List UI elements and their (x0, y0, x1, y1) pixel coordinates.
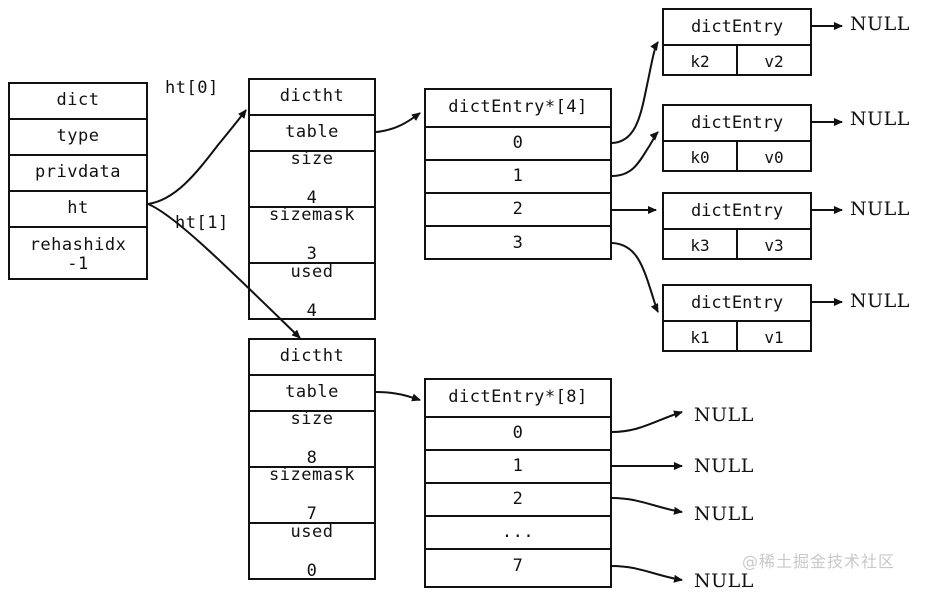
dictht-1-sizemask-value: 7 (306, 503, 318, 524)
null-label-bucket-1-1: NULL (694, 455, 754, 477)
dict-entry-k2-kv: k2 v2 (664, 46, 810, 76)
null-label-bucket-1-0: NULL (694, 404, 754, 426)
dictht-1-sizemask-field: sizemask 7 (250, 465, 374, 524)
null-label-entry-k0: NULL (850, 108, 910, 130)
dictht-1-size-value: 8 (306, 447, 318, 468)
bucket-1-7: 7 (512, 555, 524, 576)
dictht-0-header: dictht (250, 80, 374, 116)
null-label-bucket-1-2: NULL (694, 503, 754, 525)
dictht-0-used-label: used (290, 262, 334, 283)
dict-struct-box: dict type privdata ht rehashidx -1 (8, 82, 148, 280)
dict-field-privdata: privdata (10, 156, 146, 192)
bucket-1-0: 0 (426, 418, 610, 451)
dict-entry-k2-header: dictEntry (664, 10, 810, 46)
dict-entry-k0: dictEntry k0 v0 (662, 104, 812, 172)
dict-struct-header: dict (10, 84, 146, 120)
dict-entry-k3-header: dictEntry (664, 194, 810, 230)
bucket-0-2: 2 (426, 194, 610, 227)
null-label-entry-k3: NULL (850, 198, 910, 220)
dict-entry-k1-kv: k1 v1 (664, 322, 810, 352)
watermark: @稀土掘金技术社区 (742, 552, 896, 571)
wire-bucket1-0-null (611, 410, 683, 433)
wire-ht0 (147, 109, 247, 205)
dictht-0-sizemask-label: sizemask (269, 205, 355, 226)
null-label-entry-k2: NULL (850, 13, 910, 35)
bucket-1-ellipsis: ... (426, 517, 610, 550)
wire-bucket1-2-null (611, 497, 683, 515)
dict-entry-k3-value: v3 (764, 235, 784, 255)
bucket-table-0-header: dictEntry*[4] (426, 90, 610, 128)
dictht-0-table-field: table (250, 116, 374, 152)
bucket-0-0: 0 (426, 128, 610, 161)
dictht-1-size-field: size 8 (250, 409, 374, 468)
dictht-0-used-value: 4 (306, 300, 318, 321)
dict-field-rehashidx: rehashidx -1 (29, 234, 127, 274)
dict-entry-k0-header: dictEntry (664, 106, 810, 142)
dictht-1-used-label: used (290, 522, 334, 543)
dictht-0-sizemask-value: 3 (306, 243, 318, 264)
dict-entry-k1-key: k1 (664, 322, 738, 352)
dictht-1-table-field: table (250, 376, 374, 412)
dictht-1-used-value: 0 (306, 560, 318, 581)
dictht-0-size-value: 4 (306, 187, 318, 208)
wire-dictht1-table (375, 391, 421, 402)
wire-bucket0-1 (611, 131, 659, 177)
dict-entry-k1: dictEntry k1 v1 (662, 284, 812, 352)
dictht-0-size-field: size 4 (250, 149, 374, 208)
bucket-1-1: 1 (426, 451, 610, 484)
dict-entry-k1-value: v1 (764, 327, 784, 347)
dict-entry-k2-value: v2 (764, 51, 784, 71)
dict-entry-k3-key: k3 (664, 230, 738, 260)
dictht-1-box: dictht table size 8 sizemask 7 used 0 (248, 338, 376, 580)
bucket-0-3: 3 (512, 232, 524, 253)
wire-bucket0-0 (611, 41, 659, 144)
bucket-1-2: 2 (426, 484, 610, 517)
dict-entry-k1-header: dictEntry (664, 286, 810, 322)
edge-label-ht1: ht[1] (175, 213, 229, 233)
dict-entry-k2: dictEntry k2 v2 (662, 8, 812, 76)
null-label-bucket-1-7: NULL (694, 570, 754, 592)
wire-bucket1-7-null (611, 565, 683, 583)
dictht-1-sizemask-label: sizemask (269, 465, 355, 486)
edge-label-ht0: ht[0] (165, 78, 219, 98)
bucket-table-1-box: dictEntry*[8] 0 1 2 ... 7 (424, 378, 612, 588)
dict-field-ht: ht (10, 192, 146, 228)
wire-bucket0-3 (611, 242, 659, 313)
dict-entry-k0-key: k0 (664, 142, 738, 172)
dictht-1-header: dictht (250, 340, 374, 376)
wire-dictht0-table (375, 112, 421, 133)
null-label-entry-k1: NULL (850, 290, 910, 312)
bucket-table-1-header: dictEntry*[8] (426, 380, 610, 418)
dict-entry-k0-value: v0 (764, 147, 784, 167)
dict-field-type: type (10, 120, 146, 156)
dictht-0-box: dictht table size 4 sizemask 3 used 4 (248, 78, 376, 320)
dict-entry-k3: dictEntry k3 v3 (662, 192, 812, 260)
dictht-0-used-field: used 4 (250, 262, 374, 321)
dictht-0-size-label: size (290, 149, 334, 170)
dictht-1-size-label: size (290, 409, 334, 430)
dict-entry-k2-key: k2 (664, 46, 738, 76)
dict-entry-k0-kv: k0 v0 (664, 142, 810, 172)
bucket-0-1: 1 (426, 161, 610, 194)
bucket-table-0-box: dictEntry*[4] 0 1 2 3 (424, 88, 612, 260)
dictht-1-used-field: used 0 (250, 522, 374, 581)
dict-entry-k3-kv: k3 v3 (664, 230, 810, 260)
